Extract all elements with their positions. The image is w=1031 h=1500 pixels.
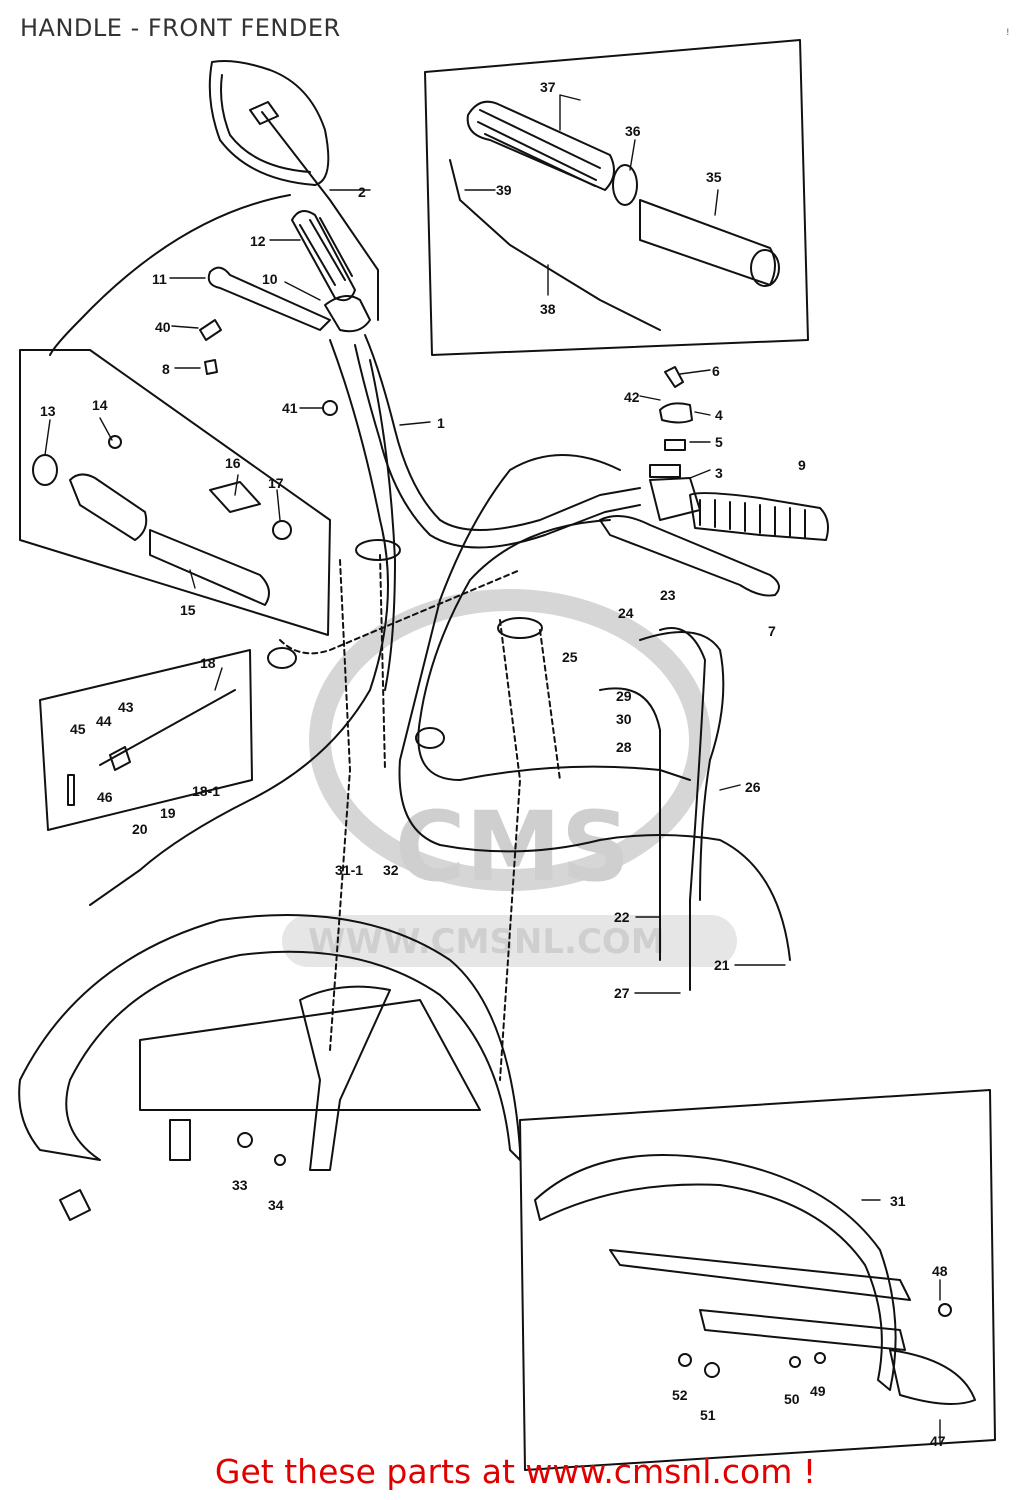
inset-left-grip [19,349,331,636]
front-fender-main [18,914,521,1221]
handlebar [354,334,641,549]
callout-35: 35 [706,169,722,185]
callout-12: 12 [250,233,266,249]
callout-2: 2 [358,184,366,200]
callout-3: 3 [715,465,723,481]
page-title: HANDLE - FRONT FENDER [20,14,341,42]
callout-18-1: 18-1 [192,783,220,799]
footer-parts-link[interactable]: Get these parts at www.cmsnl.com ! [214,1452,817,1491]
callout-36: 36 [625,123,641,139]
callout-49: 49 [810,1383,826,1399]
mirror-assembly [208,60,379,321]
callout-18: 18 [200,655,216,671]
watermark-url-text: WWW.CMSNL.COM [308,922,665,962]
callout-39: 39 [496,182,512,198]
callout-13: 13 [40,403,56,419]
watermark-logo-text: CMS [395,791,630,903]
callout-33: 33 [232,1177,248,1193]
callout-43: 43 [118,699,134,715]
callout-42: 42 [624,389,640,405]
callout-41: 41 [282,400,298,416]
callout-22: 22 [614,909,630,925]
callout-24: 24 [618,605,634,621]
fork-top-caps [267,539,543,749]
callout-8: 8 [162,361,170,377]
callout-52: 52 [672,1387,688,1403]
callout-32: 32 [383,862,399,878]
callout-1: 1 [437,415,445,431]
callout-34: 34 [268,1197,284,1213]
callout-21: 21 [714,957,730,973]
callout-11: 11 [152,271,167,287]
front-forks [279,554,561,1081]
watermark-url-band [282,915,737,967]
corner-mark: ! [1006,28,1010,38]
callout-17: 17 [268,475,284,491]
callout-47: 47 [930,1433,946,1449]
callout-27: 27 [614,985,630,1001]
callout-leaders [44,94,941,1443]
watermark: CMS WWW.CMSNL.COM [282,589,737,967]
callout-6: 6 [712,363,720,379]
callout-labels: 1 2 3 4 5 6 7 8 9 10 11 12 13 14 15 16 1… [40,79,948,1449]
callout-14: 14 [92,397,108,413]
callout-46: 46 [97,789,113,805]
callout-7: 7 [768,623,776,639]
callout-28: 28 [616,739,632,755]
callout-45: 45 [70,721,86,737]
callout-9: 9 [798,457,806,473]
callout-40: 40 [155,319,171,335]
callout-26: 26 [745,779,761,795]
callout-50: 50 [784,1391,800,1407]
callout-15: 15 [180,602,196,618]
callout-20: 20 [132,821,148,837]
callout-19: 19 [160,805,176,821]
callout-51: 51 [700,1407,716,1423]
callout-23: 23 [660,587,676,603]
callout-31-1: 31-1 [335,862,363,878]
callout-38: 38 [540,301,556,317]
inset-cable-adjuster [39,649,253,831]
callout-48: 48 [932,1263,948,1279]
callout-44: 44 [96,713,112,729]
inset-throttle-grip [424,39,809,356]
control-cables [49,194,791,991]
callout-29: 29 [616,688,632,704]
callout-30: 30 [616,711,632,727]
left-grip-assembly [199,210,371,416]
callout-4: 4 [715,407,723,423]
callout-10: 10 [262,271,278,287]
inset-front-fender-alt [519,1089,996,1471]
callout-37: 37 [540,79,556,95]
callout-31: 31 [890,1193,906,1209]
callout-5: 5 [715,434,723,450]
callout-25: 25 [562,649,578,665]
callout-16: 16 [225,455,241,471]
right-grip-assembly [599,366,829,597]
